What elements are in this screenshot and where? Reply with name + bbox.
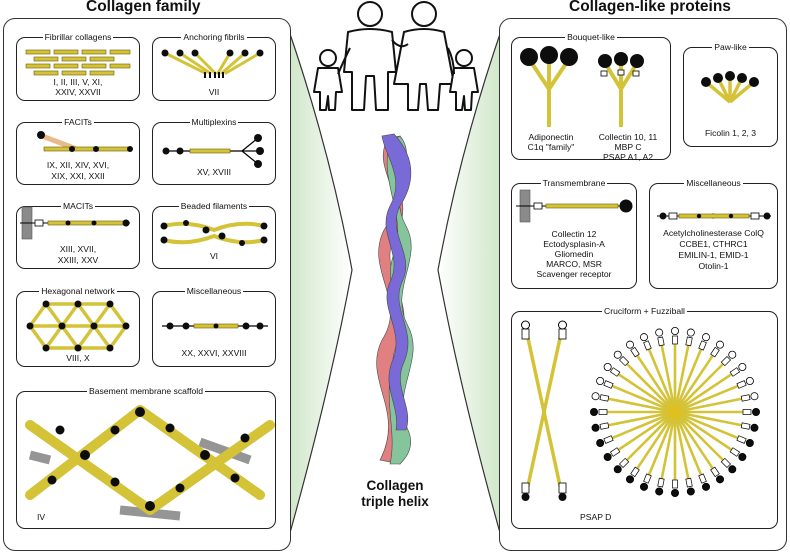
label-fibrillar-1: I, II, III, V, XI, <box>53 77 103 87</box>
card-miscellaneous-right: Miscellaneous Acetylcholinesterase ColQ … <box>649 178 778 289</box>
label-cruciform-1: PSAP D <box>580 512 612 522</box>
label-facits-1: IX, XII, XIV, XVI, <box>46 160 110 170</box>
card-title-fibrillar: Fibrillar collagens <box>42 32 114 42</box>
label-transmembrane-1: Collectin 12 <box>551 229 597 239</box>
multiplexins-illustration <box>162 134 264 168</box>
card-title-paw: Paw-like <box>712 42 749 52</box>
card-title-hexagonal: Hexagonal network <box>39 286 117 296</box>
card-multiplexins: Multiplexins XV, XVIII <box>152 117 276 185</box>
card-title-misc-left: Miscellaneous <box>184 286 244 296</box>
label-anchoring-1: VII <box>208 87 220 97</box>
label-transmembrane-2: Ectodysplasin-A <box>543 239 605 249</box>
label-misc-right-4: Otolin-1 <box>698 261 729 271</box>
label-macits-1: XIII, XVII, <box>59 244 97 254</box>
label-transmembrane-3: Gliomedin <box>554 249 594 259</box>
paw-illustration <box>701 71 759 104</box>
bouquet-illustration <box>520 46 644 127</box>
card-paw-like: Paw-like Ficolin 1, 2, 3 <box>683 42 778 147</box>
family-illustration <box>313 1 479 111</box>
card-transmembrane: Transmembrane Collectin 12 Ectodysplasin… <box>511 178 637 289</box>
helix-caption: Collagen triple helix <box>330 478 460 510</box>
misc-left-illustration <box>162 322 268 330</box>
card-title-facits: FACITs <box>62 117 94 127</box>
transmembrane-illustration <box>516 189 633 223</box>
helix-caption-line1: Collagen <box>366 478 424 493</box>
label-bouquet-right-2: MBP C <box>614 142 642 152</box>
label-facits-2: XIX, XXI, XXII <box>51 171 105 181</box>
card-anchoring-fibrils: Anchoring fibrils VII <box>152 32 276 101</box>
card-title-macits: MACITs <box>60 201 96 211</box>
label-bouquet-right-1: Collectin 10, 11 <box>598 132 658 142</box>
card-title-basement: Basement membrane scaffold <box>86 386 205 396</box>
card-macits: MACITs XIII, XVII, XXIII, XXV <box>16 201 140 269</box>
card-title-bouquet: Bouquet-like <box>565 32 617 42</box>
card-title-cruciform: Cruciform + Fuzziball <box>602 306 687 316</box>
label-bouquet-left-1: Adiponectin <box>528 132 574 142</box>
label-misc-right-2: CCBE1, CTHRC1 <box>679 239 748 249</box>
facits-illustration <box>37 131 133 152</box>
label-bouquet-left-2: C1q "family" <box>527 142 575 152</box>
label-misc-left-1: XX, XXVI, XXVIII <box>181 348 247 358</box>
label-macits-2: XXIII, XXV <box>57 255 99 265</box>
triple-helix <box>376 133 414 465</box>
hexagonal-illustration <box>26 300 130 352</box>
card-facits: FACITs IX, XII, XIV, XVI, XIX, XXI, XXII <box>16 117 140 185</box>
macits-illustration <box>20 206 130 240</box>
label-beaded-1: VI <box>209 251 219 261</box>
fuzziball-illustration <box>589 326 760 497</box>
label-fibrillar-2: XXIV, XXVII <box>55 87 101 97</box>
card-title-multiplexins: Multiplexins <box>189 117 239 127</box>
collagen-family-title: Collagen family <box>86 0 201 15</box>
card-bouquet-like: Bouquet-like Adiponectin C1q "family" Co… <box>511 32 671 162</box>
card-title-anchoring: Anchoring fibrils <box>181 32 247 42</box>
collagen-like-proteins-title: Collagen-like proteins <box>569 0 731 15</box>
helix-caption-line2: triple helix <box>361 494 429 509</box>
label-multiplexins-1: XV, XVIII <box>196 167 232 177</box>
label-transmembrane-5: Scavenger receptor <box>536 269 612 279</box>
fibrillar-illustration <box>25 49 131 76</box>
card-title-misc-right: Miscellaneous <box>684 178 743 188</box>
card-title-beaded: Beaded filaments <box>178 201 250 211</box>
label-misc-right-1: Acetylcholinesterase ColQ <box>663 228 764 238</box>
card-cruciform-fuzziball: Cruciform + Fuzziball PSAP D <box>511 306 778 529</box>
card-fibrillar-collagens: Fibrillar collagens I, II, III, V, XI, X… <box>16 32 140 101</box>
card-miscellaneous-left: Miscellaneous XX, XXVI, XXVIII <box>152 286 276 367</box>
label-paw-1: Ficolin 1, 2, 3 <box>704 128 757 138</box>
label-transmembrane-4: MARCO, MSR <box>546 259 602 269</box>
label-basement-1: IV <box>37 512 46 522</box>
label-misc-right-3: EMILIN-1, EMID-1 <box>678 250 749 260</box>
beaded-illustration <box>160 220 268 246</box>
basement-illustration <box>25 405 275 521</box>
cruciform-illustration <box>521 320 567 501</box>
misc-right-illustration <box>657 212 771 220</box>
card-title-transmembrane: Transmembrane <box>540 178 608 188</box>
label-hexagonal-1: VIII, X <box>66 353 90 363</box>
anchoring-illustration <box>161 49 264 78</box>
label-bouquet-right-3: PSAP A1, A2 <box>602 152 653 162</box>
